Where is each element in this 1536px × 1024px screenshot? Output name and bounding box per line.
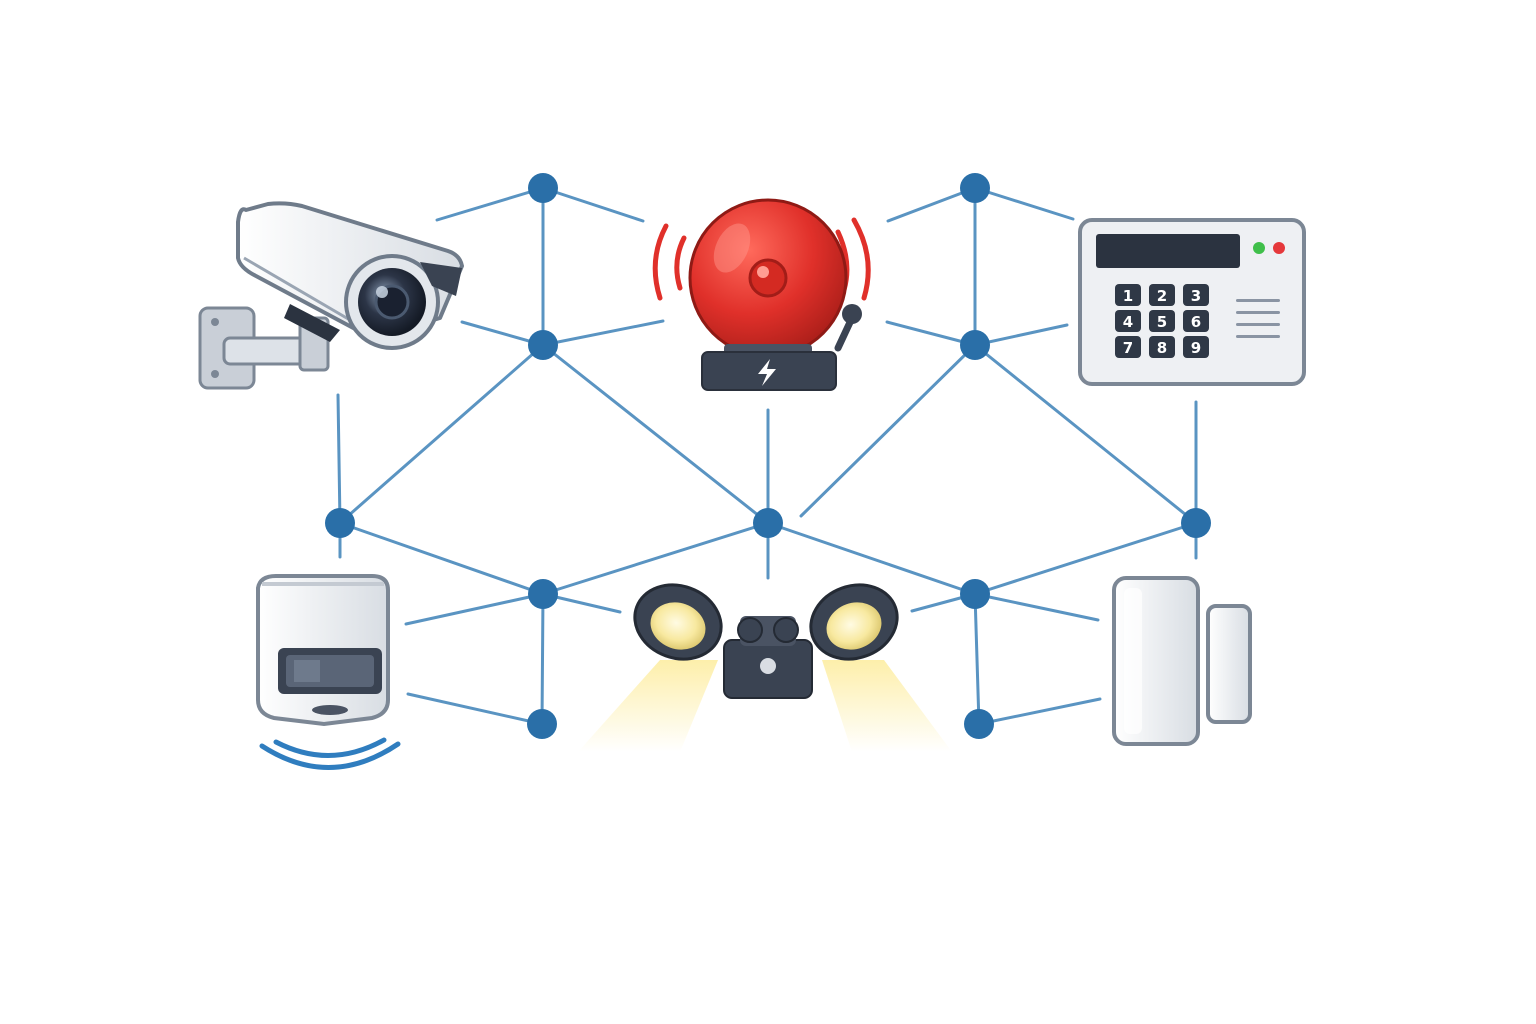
floodlight-icon — [578, 583, 952, 752]
keypad-icon: 1 2 3 4 5 6 7 8 9 — [1078, 218, 1306, 386]
network-link — [973, 592, 1100, 622]
network-link — [336, 393, 342, 525]
network-link — [541, 521, 770, 596]
network-link — [885, 320, 977, 347]
keypad-keys: 1 2 3 4 5 6 7 8 9 — [1115, 284, 1209, 358]
network-link — [973, 343, 1198, 525]
keypad-key-label: 2 — [1157, 287, 1167, 305]
keypad-key — [1115, 284, 1141, 306]
keypad-key-label: 9 — [1191, 339, 1201, 357]
network-link — [406, 692, 544, 726]
keypad-key-label: 6 — [1191, 313, 1201, 331]
keypad-key-label: 1 — [1123, 287, 1133, 305]
motion-sensor-icon — [256, 574, 401, 770]
network-node — [960, 330, 990, 360]
network-node — [325, 508, 355, 538]
network-link — [973, 323, 1069, 347]
keypad-led-red — [1273, 242, 1285, 254]
keypad-key — [1183, 336, 1209, 358]
keypad-key-label: 4 — [1123, 313, 1133, 331]
keypad-key — [1183, 310, 1209, 332]
network-link — [973, 521, 1198, 596]
keypad-key — [1115, 310, 1141, 332]
keypad-key — [1149, 310, 1175, 332]
network-link — [973, 592, 981, 726]
keypad-key-label: 3 — [1191, 287, 1201, 305]
network-links — [336, 186, 1198, 726]
network-nodes — [325, 173, 1211, 739]
network-link — [338, 521, 545, 596]
network-link — [435, 186, 545, 222]
network-link — [540, 592, 545, 726]
keypad-key — [1183, 284, 1209, 306]
wireless-waves-icon — [273, 737, 387, 758]
keypad-key-label: 5 — [1157, 313, 1167, 331]
network-node — [960, 579, 990, 609]
network-node — [753, 508, 783, 538]
network-link — [541, 319, 665, 347]
keypad-display — [1096, 234, 1240, 268]
keypad-key — [1115, 336, 1141, 358]
keypad-key — [1149, 284, 1175, 306]
network-node — [527, 709, 557, 739]
network-link — [799, 343, 977, 518]
network-node — [1181, 508, 1211, 538]
network-link — [886, 186, 977, 223]
keypad-key-label: 8 — [1157, 339, 1167, 357]
keypad-key-label: 7 — [1123, 339, 1133, 357]
network-node — [528, 330, 558, 360]
door-sensor-icon — [1112, 576, 1252, 746]
security-camera-icon — [198, 201, 464, 390]
network-link — [404, 592, 545, 626]
network-link — [973, 186, 1075, 221]
network-node — [528, 579, 558, 609]
network-link — [338, 343, 545, 525]
network-node — [528, 173, 558, 203]
keypad-key — [1149, 336, 1175, 358]
network-node — [960, 173, 990, 203]
alarm-bell-icon — [652, 198, 871, 391]
network-link — [977, 697, 1102, 726]
network-link — [766, 521, 977, 596]
network-link — [541, 343, 770, 525]
network-link — [541, 186, 645, 223]
lightning-bolt-icon — [758, 359, 776, 386]
keypad-led-green — [1253, 242, 1265, 254]
network-node — [964, 709, 994, 739]
